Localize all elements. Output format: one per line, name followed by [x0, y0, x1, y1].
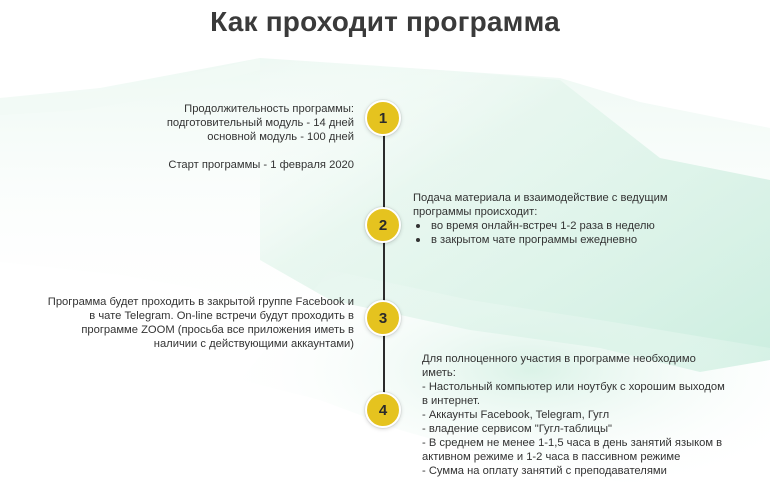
step-3-line-1: Программа будет проходить в закрытой гру…	[47, 296, 354, 308]
step-4-line-2: иметь:	[422, 367, 456, 379]
step-4-line-8: активном режиме и 1-2 часа в пассивном р…	[422, 451, 681, 463]
step-1-text: Продолжительность программы: подготовите…	[60, 102, 354, 172]
step-3-line-4: наличии с действующими аккаунтами)	[153, 338, 354, 350]
page-title: Как проходит программа	[210, 6, 560, 37]
step-4-line-6: - владение сервисом "Гугл-таблицы"	[422, 423, 613, 435]
step-4-line-1: Для полноценного участия в программе нео…	[422, 353, 696, 365]
step-1-badge: 1	[365, 100, 401, 136]
step-1-line-2: подготовительный модуль - 14 дней	[166, 117, 354, 129]
step-2-badge: 2	[365, 207, 401, 243]
step-2-bullet-2: в закрытом чате программы ежедневно	[413, 233, 763, 247]
step-1-line-1: Продолжительность программы:	[184, 103, 354, 115]
step-2-intro-1: Подача материала и взаимодействие с веду…	[413, 192, 668, 204]
step-3-line-3: программе ZOOM (просьба все приложения и…	[81, 324, 354, 336]
step-4-line-4: в интернет.	[422, 395, 480, 407]
step-4-line-5: - Аккаунты Facebook, Telegram, Гугл	[422, 409, 610, 421]
step-3-line-2: в чате Telegram. On-line встречи будут п…	[89, 310, 354, 322]
step-2-text: Подача материала и взаимодействие с веду…	[413, 191, 763, 247]
timeline-line	[383, 118, 385, 408]
step-1-spacer	[60, 144, 354, 158]
step-2-intro-2: программы происходит:	[413, 206, 538, 218]
step-4-line-7: - В среднем не менее 1-1,5 часа в день з…	[422, 437, 723, 449]
step-4-badge: 4	[365, 392, 401, 428]
step-4-text: Для полноценного участия в программе нео…	[422, 352, 768, 478]
step-4-line-9: - Сумма на оплату занятий с преподавател…	[422, 465, 667, 477]
wash-edge-left	[0, 58, 260, 115]
step-3-text: Программа будет проходить в закрытой гру…	[0, 295, 354, 351]
step-1-line-3: основной модуль - 100 дней	[207, 131, 354, 143]
step-4-line-3: - Настольный компьютер или ноутбук с хор…	[422, 381, 725, 393]
step-1-line-5: Старт программы - 1 февраля 2020	[168, 159, 354, 171]
step-2-bullet-1: во время онлайн-встреч 1-2 раза в неделю	[413, 219, 763, 233]
step-2-bullets: во время онлайн-встреч 1-2 раза в неделю…	[413, 219, 763, 247]
step-3-badge: 3	[365, 300, 401, 336]
